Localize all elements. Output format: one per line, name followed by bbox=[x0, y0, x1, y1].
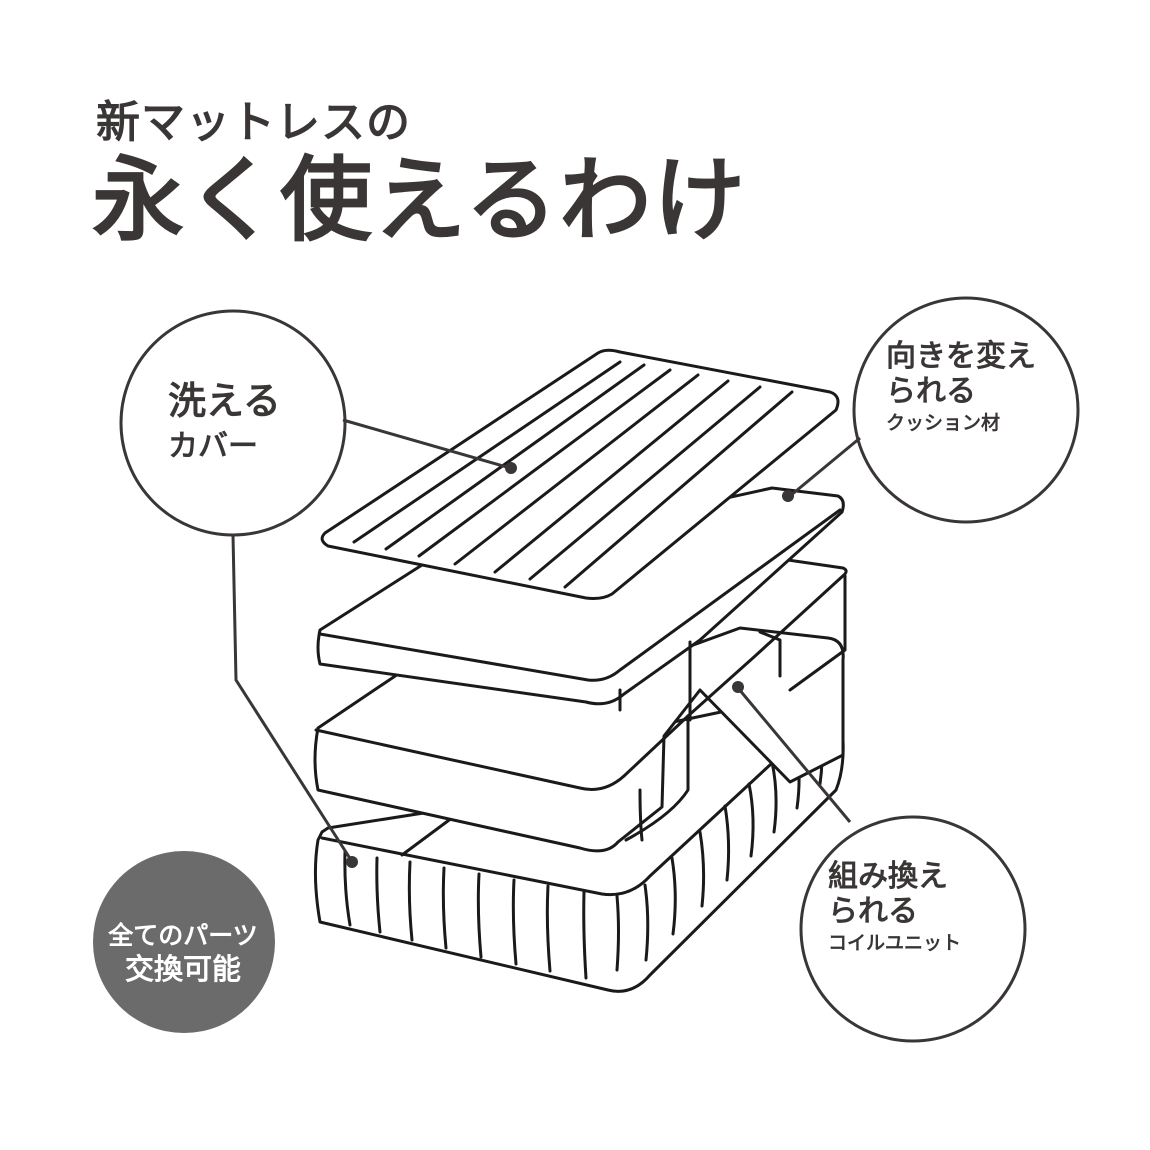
leader-cushion bbox=[789, 436, 861, 498]
callout-coil-line3: コイルユニット bbox=[828, 932, 962, 954]
cover-layer bbox=[320, 348, 840, 600]
callout-cover-line1: 洗える bbox=[168, 379, 281, 423]
badge-line2: 交換可能 bbox=[124, 952, 241, 987]
badge: 全てのパーツ 交換可能 bbox=[98, 920, 268, 988]
callout-coil: 組み換え られる コイルユニット bbox=[828, 859, 962, 955]
callout-circle-cushion bbox=[852, 296, 1080, 524]
callout-circle-coil bbox=[799, 815, 1027, 1043]
leader-cover bbox=[342, 418, 511, 470]
marker-coil-unit bbox=[732, 681, 744, 693]
marker-cover bbox=[505, 462, 517, 474]
leader-coil-base bbox=[231, 534, 353, 861]
badge-line1: 全てのパーツ bbox=[108, 921, 258, 950]
badge-circle bbox=[93, 851, 275, 1033]
marker-cushion bbox=[782, 490, 794, 502]
callout-coil-line2: られる bbox=[828, 893, 918, 929]
callout-cover: 洗える カバー bbox=[168, 379, 281, 464]
callout-cushion: 向きを変え られる クッション材 bbox=[886, 339, 1036, 435]
callout-cushion-line3: クッション材 bbox=[886, 412, 1001, 434]
leader-coil-unit bbox=[736, 687, 852, 823]
subtitle: 新マットレスの bbox=[96, 97, 411, 148]
marker-coil-base bbox=[346, 856, 358, 868]
coil-unit-layer bbox=[313, 554, 848, 853]
callout-cushion-line2: られる bbox=[886, 373, 976, 409]
page-title: 永く使えるわけ bbox=[92, 147, 748, 254]
callout-coil-line1: 組み換え bbox=[828, 859, 948, 894]
callout-cover-line2: カバー bbox=[168, 428, 258, 464]
callout-cushion-line1: 向きを変え bbox=[886, 339, 1036, 374]
